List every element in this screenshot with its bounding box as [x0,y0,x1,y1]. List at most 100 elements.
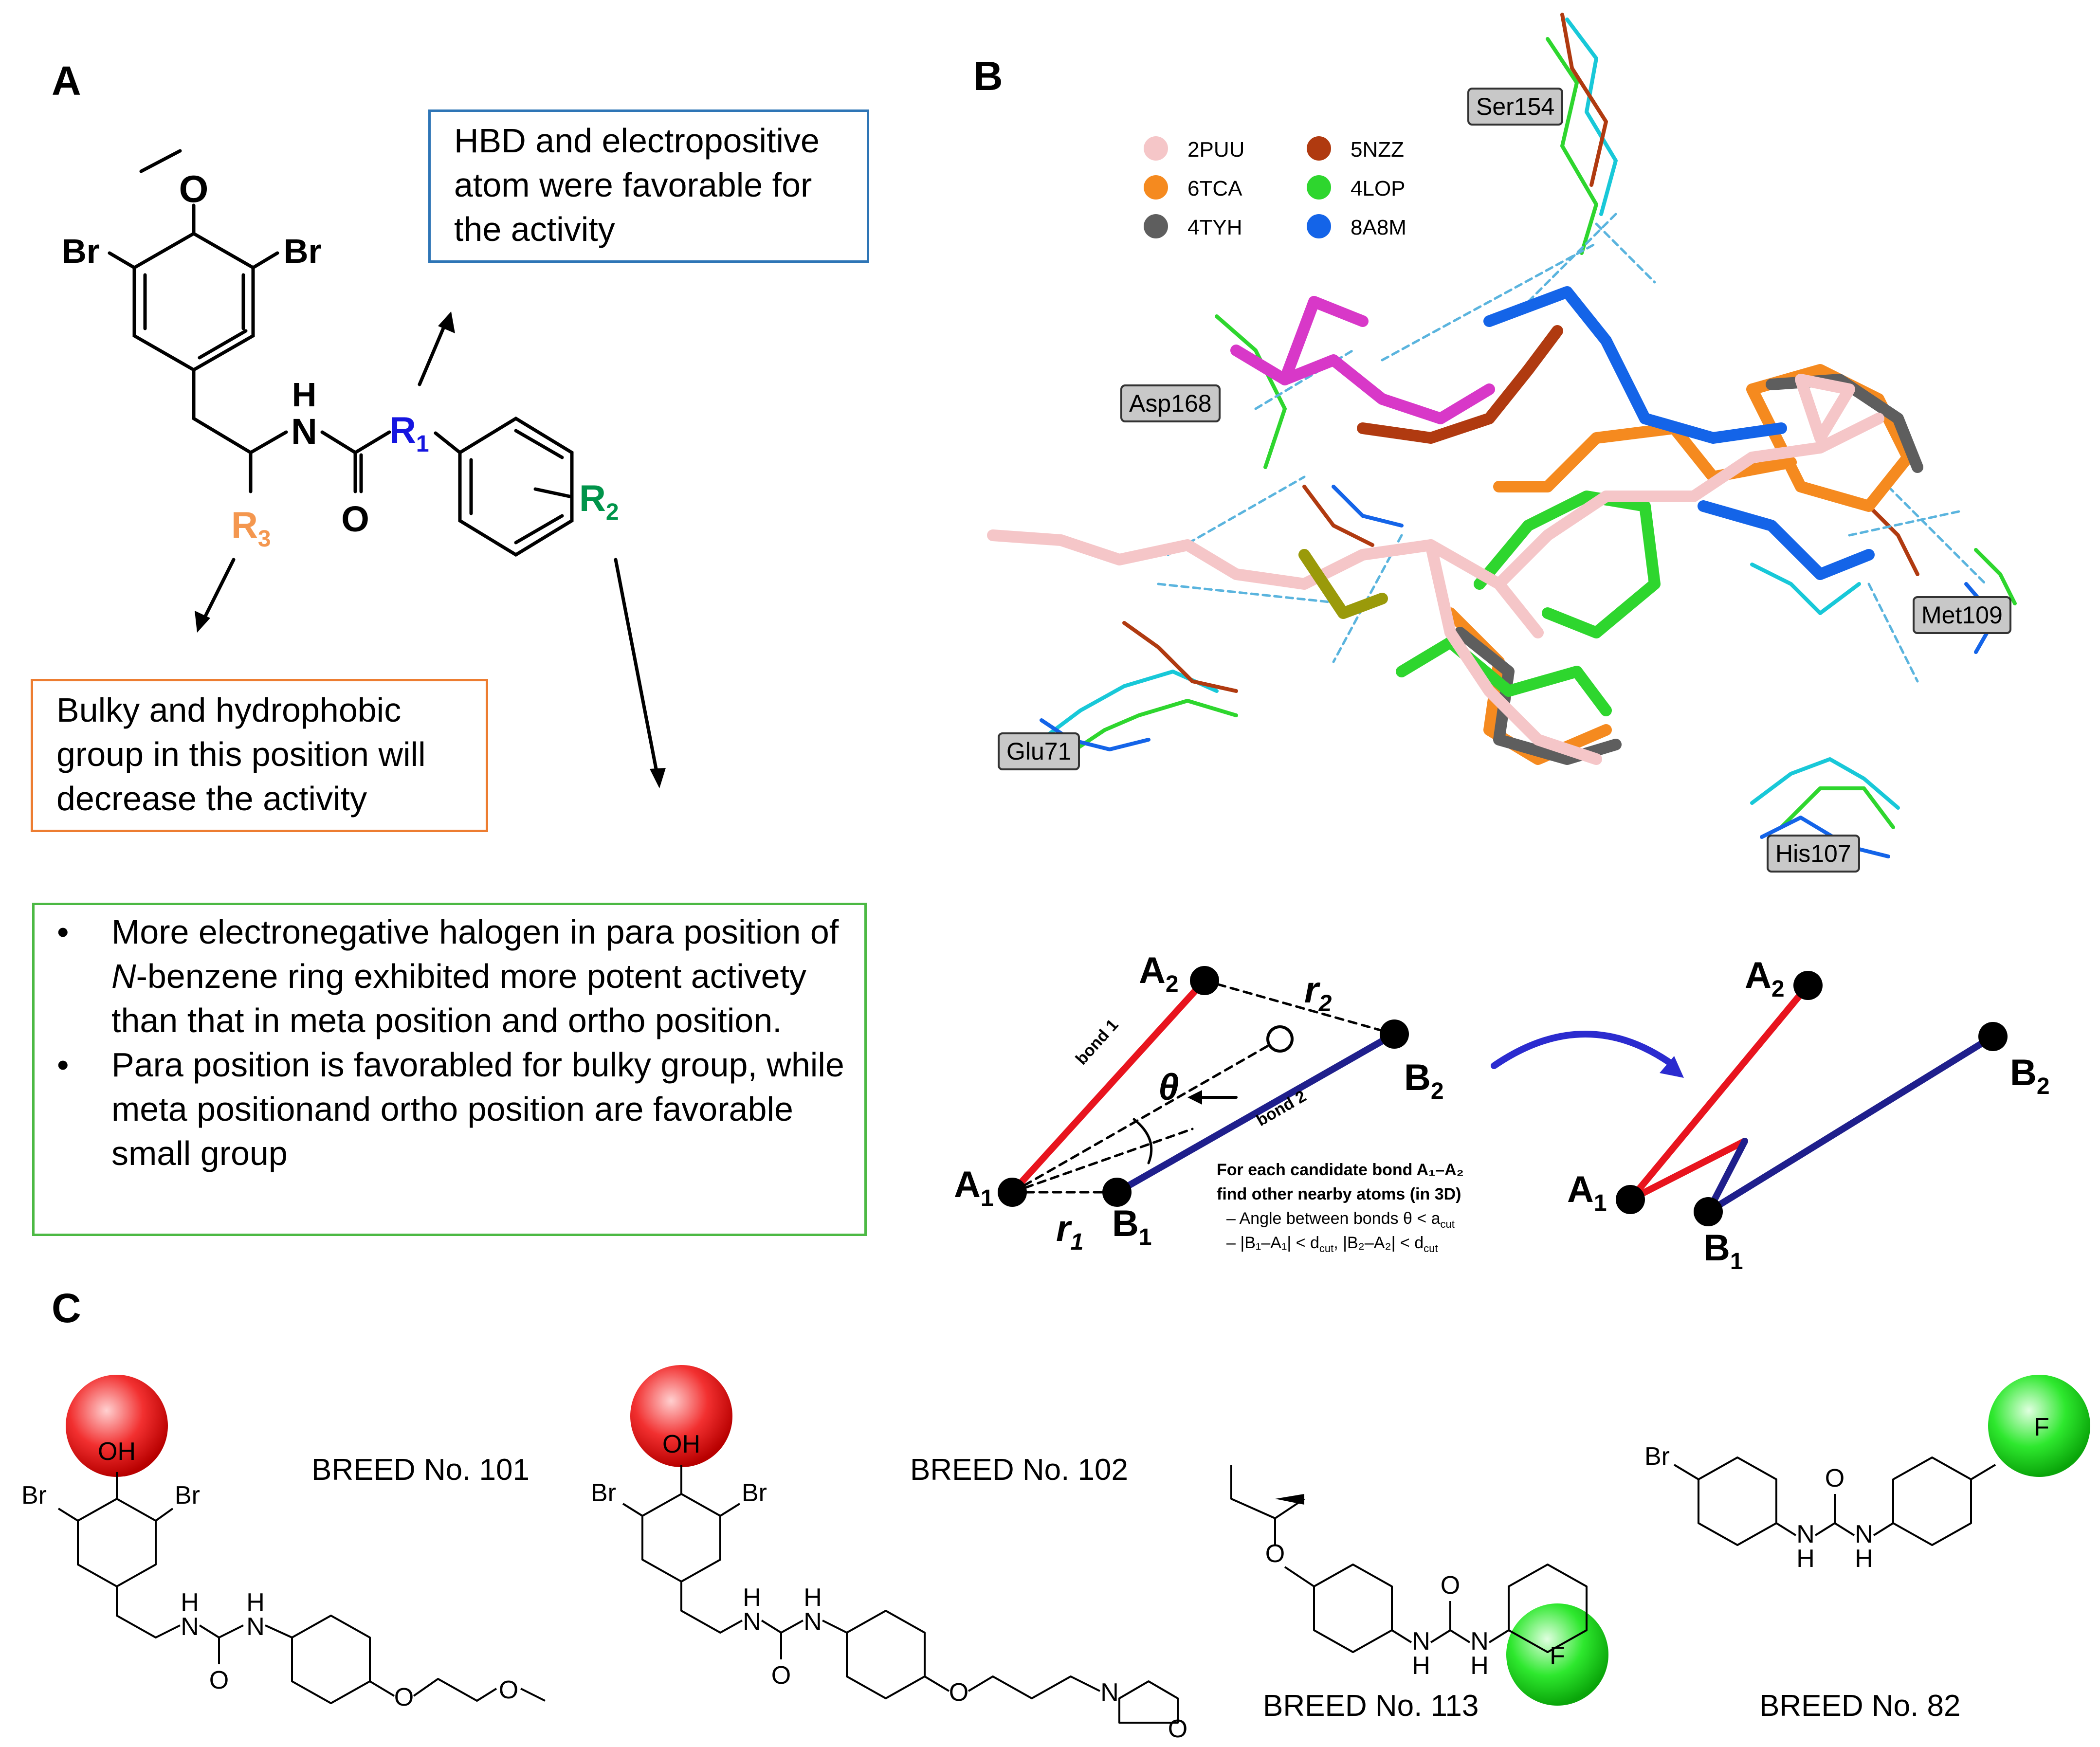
caption-line-2: find other nearby atoms (in 3D) [1217,1185,1461,1203]
compound-name-113: BREED No. 113 [1263,1689,1479,1723]
atom-o-102-morpholine: O [1168,1715,1187,1743]
bullet-item-1: More electronegative halogen in para pos… [49,910,850,1043]
legend-label-2puu: 2PUU [1187,138,1244,162]
atom-o-102-carbonyl: O [771,1661,791,1690]
compound-name-101: BREED No. 101 [311,1453,530,1487]
hbd-annotation-box: HBD and electropositive atom were favora… [428,109,869,263]
highlight-sphere-f-82 [1988,1375,2090,1477]
label-a1: A1 [954,1164,994,1211]
atom-n-102-b: N [803,1608,822,1636]
atom-n-82-a: N [1796,1520,1815,1548]
compound-name-82: BREED No. 82 [1759,1689,1961,1723]
atom-h: H [292,376,317,414]
residue-tag-met109: Met109 [1913,596,2011,634]
caption-line-3: – Angle between bonds θ < acut [1226,1209,1455,1230]
atom-h-113-b: H [1470,1652,1489,1680]
label-theta: θ [1158,1067,1179,1108]
atom-br-101-left: Br [21,1481,47,1510]
legend-label-6tca: 6TCA [1187,177,1242,200]
highlight-sphere-oh-101 [66,1375,168,1477]
atom-n-101-b: N [246,1613,265,1641]
atom-h-102-a: H [743,1583,761,1612]
label-b2-after: B2 [2010,1052,2050,1099]
atom-h-101-b: H [246,1588,265,1617]
label-r2: r2 [1304,969,1332,1017]
atom-oh-102: OH [662,1430,700,1458]
panel-a-label: A [52,58,81,104]
bond-swap-diagram: A1 A2 B1 B2 r1 r2 θ A1 A2 B1 B2 bond 1 b… [954,950,2050,1274]
atom-o-102-ether: O [949,1678,968,1707]
atom-n: N [291,411,317,452]
legend-dot-8a8m [1307,214,1331,238]
residue-tag-asp168: Asp168 [1120,384,1221,422]
atom-o-101-methoxy: O [499,1676,518,1704]
residue-tag-his107: His107 [1767,835,1860,873]
caption-line-4: – |B₁–A₁| < dcut, |B₂–A₂| < dcut [1226,1234,1438,1255]
label-b2: B2 [1404,1057,1444,1104]
highlight-sphere-f-113 [1506,1603,1608,1706]
atom-o-82-carbonyl: O [1825,1464,1844,1492]
label-a2-after: A2 [1745,955,1785,1002]
label-r1: r1 [1056,1208,1083,1255]
panel-c-label: C [52,1285,81,1331]
atom-n-113-a: N [1412,1627,1430,1656]
highlight-sphere-oh-102 [630,1365,732,1467]
label-a1-after: A1 [1567,1169,1607,1216]
label-a2: A2 [1139,950,1179,997]
atom-h-113-a: H [1412,1652,1430,1680]
atom-br-101-right: Br [175,1481,200,1510]
atom-o-101-ether: O [394,1683,414,1711]
halogen-annotation-box: More electronegative halogen in para pos… [32,903,867,1236]
hbd-annotation-text: HBD and electropositive atom were favora… [454,122,820,248]
atom-h-102-b: H [803,1583,822,1612]
atom-n-113-b: N [1470,1627,1489,1656]
legend-label-8a8m: 8A8M [1351,216,1406,239]
group-r3: R3 [231,505,271,552]
atom-f-113: F [1550,1642,1565,1670]
atom-n-102-a: N [743,1608,761,1636]
atom-o-113-ether: O [1265,1540,1285,1568]
bulky-annotation-text: Bulky and hydrophobic group in this posi… [56,691,426,818]
atom-h-82-b: H [1855,1545,1873,1573]
atom-n-82-b: N [1855,1520,1873,1548]
atom-br-82: Br [1644,1442,1670,1471]
label-bond1: bond 1 [1072,1016,1122,1068]
atom-f-82: F [2034,1413,2049,1441]
residue-tag-glu71: Glu71 [998,732,1080,770]
legend-dot-6tca [1144,175,1168,200]
atom-n-101-a: N [181,1613,199,1641]
atom-o-113-carbonyl: O [1441,1571,1460,1600]
legend-label-4tyh: 4TYH [1187,216,1242,239]
legend-dot-4lop [1307,175,1331,200]
atom-br-102-left: Br [591,1479,616,1507]
group-r1: R1 [389,410,429,457]
atom-o-101-carbonyl: O [209,1666,229,1694]
legend-dot-4tyh [1144,214,1168,238]
panel-c-structures: OH Br Br H N O H N O O OH Br Br H N O H … [21,1365,2090,1743]
annotation-bullets: More electronegative halogen in para pos… [49,910,850,1176]
atom-oh-101: OH [98,1438,136,1466]
atom-n-102-morpholine: N [1100,1678,1119,1707]
label-b1-after: B1 [1703,1227,1743,1274]
docking-overlay-render: 2PUU 6TCA 4TYH 5NZZ 4LOP 8A8M [987,13,2017,858]
atom-br-right: Br [284,232,322,270]
panel-b-label: B [973,53,1003,99]
structure-legend: 2PUU 6TCA 4TYH 5NZZ 4LOP 8A8M [1144,136,1406,239]
atom-o-carbonyl: O [341,499,369,539]
bulky-annotation-box: Bulky and hydrophobic group in this posi… [31,679,488,832]
atom-br-left: Br [62,232,100,270]
legend-label-5nzz: 5NZZ [1351,138,1404,162]
panel-a-scaffold-structure: O Br Br H N O R1 R2 R3 [62,149,666,788]
caption-line-1: For each candidate bond A₁–A₂ [1217,1161,1464,1179]
bullet-item-2: Para position is favorabled for bulky gr… [49,1043,850,1176]
atom-h-101-a: H [181,1588,199,1617]
atom-o-methoxy: O [179,167,209,210]
legend-label-4lop: 4LOP [1351,177,1406,200]
legend-dot-5nzz [1307,136,1331,161]
group-r2: R2 [579,478,619,525]
residue-tag-ser154: Ser154 [1467,88,1564,126]
atom-br-102-right: Br [742,1479,767,1507]
legend-dot-2puu [1144,136,1168,161]
atom-h-82-a: H [1796,1545,1815,1573]
label-b1: B1 [1112,1203,1152,1250]
